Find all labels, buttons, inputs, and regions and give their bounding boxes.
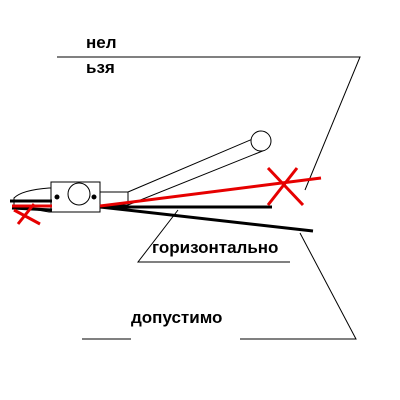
allowed-leader-line	[240, 232, 357, 340]
forbidden-cross-icon	[13, 203, 41, 226]
allowed-label: допустимо	[131, 308, 223, 327]
forbidden-cross-icon	[266, 166, 305, 207]
forbidden-leader-line	[57, 56, 361, 191]
bolt-right	[91, 194, 97, 200]
allowed-position-line	[99, 205, 314, 233]
horizontal-leader-line	[136, 209, 290, 263]
forbidden-marks	[12, 166, 322, 226]
base-stroke-bottom	[11, 206, 53, 212]
horizontal-label: горизонтально	[152, 238, 279, 257]
lever-knob	[250, 130, 272, 152]
forbidden-label-line1: нел	[86, 33, 117, 52]
bolt-left	[54, 194, 60, 200]
forbidden-label-line2: ьзя	[86, 58, 115, 77]
leader-lines	[57, 56, 361, 340]
reference-lines	[10, 199, 314, 233]
mechanism-pivot	[67, 182, 91, 206]
